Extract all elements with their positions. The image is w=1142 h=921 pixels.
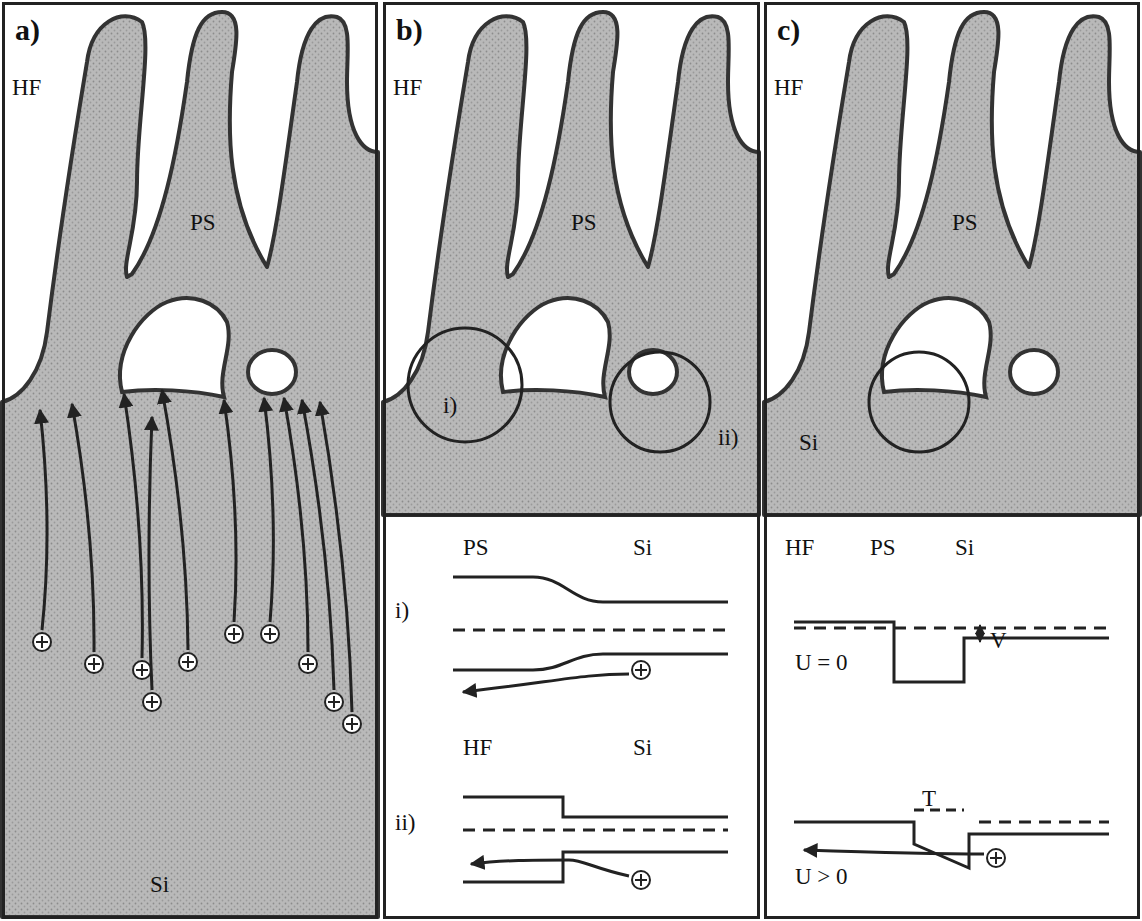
region-label: U > 0 — [795, 864, 848, 889]
hole-symbol — [33, 633, 51, 651]
hole-symbol — [632, 661, 650, 679]
figure-panel: c) — [764, 2, 1140, 919]
region-label: PS — [463, 535, 489, 560]
callout-circle — [408, 328, 522, 442]
figure-panel: b) — [383, 2, 760, 919]
region-label: ii) — [395, 810, 415, 835]
panel-letter: b) — [392, 11, 427, 49]
callout-circle — [869, 352, 969, 452]
pore — [120, 298, 229, 397]
band-line — [463, 852, 728, 882]
panel-divider — [764, 514, 1140, 517]
band-line — [979, 821, 1109, 824]
pore — [1010, 350, 1058, 394]
hole-path-arrow — [149, 417, 152, 690]
hole-path-arrow — [804, 850, 984, 854]
hole-symbol — [261, 625, 279, 643]
hole-path-arrow — [124, 394, 142, 658]
band-line — [794, 622, 1109, 682]
region-label: Si — [150, 872, 169, 897]
region-label: ii) — [718, 425, 738, 450]
region-label: HF — [774, 75, 803, 100]
hole-symbol — [299, 655, 317, 673]
region-label: HF — [785, 535, 814, 560]
voltage-arrow — [979, 625, 981, 642]
region-label: HF — [463, 735, 492, 760]
silicon-region — [383, 12, 759, 515]
region-label: U = 0 — [795, 650, 848, 675]
hole-path-arrow — [320, 402, 352, 712]
hole-symbol — [325, 693, 343, 711]
region-label: HF — [12, 75, 41, 100]
region-label: PS — [190, 210, 216, 235]
region-label: T — [922, 786, 936, 811]
band-line — [453, 629, 728, 632]
hole-path-arrow — [224, 400, 236, 622]
hole-path-arrow — [264, 398, 273, 622]
hole-path-arrow — [463, 674, 629, 692]
pore — [501, 298, 610, 397]
hole-symbol — [133, 661, 151, 679]
region-label: i) — [443, 393, 457, 418]
pore — [248, 350, 296, 394]
panel-letter: c) — [773, 11, 804, 49]
hole-path-arrow — [302, 400, 334, 690]
panel-letter: a) — [11, 11, 44, 49]
hole-path-arrow — [471, 860, 629, 876]
band-line — [794, 822, 1109, 868]
region-label: i) — [395, 598, 409, 623]
region-label: HF — [393, 75, 422, 100]
band-line — [794, 627, 1109, 630]
silicon-region — [2, 12, 378, 917]
hole-symbol — [343, 715, 361, 733]
hole-path-arrow — [40, 410, 47, 630]
band-line — [453, 577, 728, 602]
silicon-region — [764, 12, 1140, 515]
region-label: PS — [952, 210, 978, 235]
band-line — [914, 809, 964, 812]
figure-panel: a) — [2, 2, 378, 919]
region-label: Si — [799, 430, 818, 455]
porous-silicon-figure — [383, 12, 759, 889]
hole-symbol — [225, 625, 243, 643]
band-line — [463, 829, 728, 832]
band-line — [453, 654, 728, 670]
region-label: PS — [870, 535, 896, 560]
region-label: Si — [633, 735, 652, 760]
hole-symbol — [987, 849, 1005, 867]
hole-symbol — [85, 655, 103, 673]
region-label: V — [990, 628, 1007, 653]
region-label: Si — [955, 535, 974, 560]
porous-silicon-figure — [764, 12, 1140, 868]
hole-path-arrow — [72, 404, 94, 652]
hole-symbol — [632, 871, 650, 889]
hole-symbol — [143, 693, 161, 711]
callout-circle — [610, 352, 710, 452]
hole-path-arrow — [284, 398, 308, 652]
porous-silicon-figure — [2, 12, 378, 917]
band-line — [463, 797, 728, 817]
region-label: PS — [571, 210, 597, 235]
region-label: Si — [633, 535, 652, 560]
hole-path-arrow — [162, 390, 188, 650]
panel-divider — [383, 514, 759, 517]
pore — [882, 298, 991, 397]
hole-symbol — [179, 653, 197, 671]
